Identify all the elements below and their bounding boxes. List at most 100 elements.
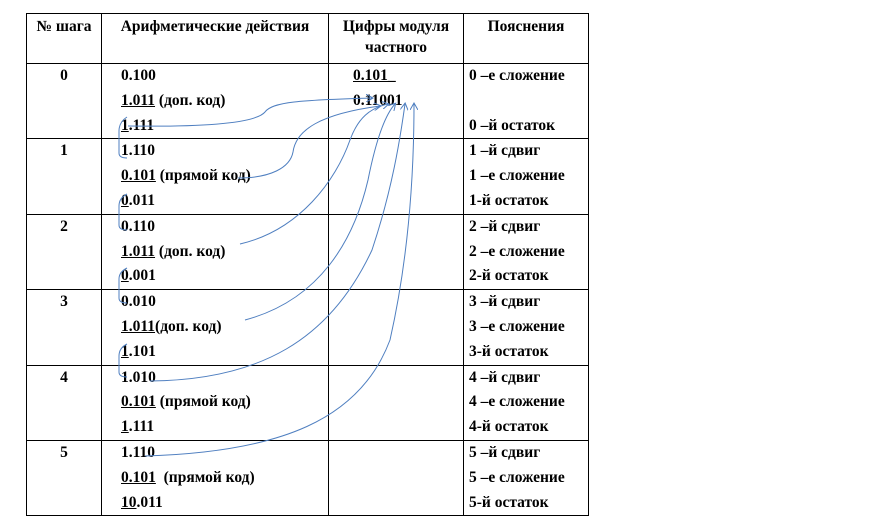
operation-underlined-part: 1.011 <box>121 317 156 335</box>
operation-text: .001 <box>128 267 156 285</box>
explanation-cell: 2 –й сдвиг 2 –е сложение 2-й остаток <box>463 213 589 291</box>
operation-text: (доп. код) <box>155 317 222 335</box>
header-operations: Арифметические действия <box>101 13 329 64</box>
quotient-line <box>329 264 463 289</box>
explanation-line: 3 –й сдвиг <box>469 293 541 311</box>
operation-underlined-part: 0 <box>121 191 129 209</box>
explanation-line: 4-й остаток <box>469 418 549 436</box>
operation-text: 0.010 <box>121 293 156 311</box>
explanation-line: 2-й остаток <box>469 267 549 285</box>
explanation-line: 5 –й сдвиг <box>469 443 541 461</box>
quotient-line <box>329 491 463 516</box>
quotient-line <box>329 240 463 265</box>
operation-underlined-part: 1.011 <box>121 242 156 260</box>
operation-text: .111 <box>128 418 155 436</box>
quotient-digits-cell <box>328 439 464 516</box>
quotient-line: 0.11001 <box>329 89 463 114</box>
operation-line: 1.101 <box>102 340 328 365</box>
quotient-digits-cell: 0.101_ 0.11001 <box>328 62 464 140</box>
operation-text: (прямой код) <box>155 468 255 486</box>
explanation-line: 5-й остаток <box>469 493 549 511</box>
explanation-line: 4 –е сложение <box>469 393 565 411</box>
quotient-digits-cell <box>328 289 464 366</box>
explanation-cell: 0 –е сложение 0 –й остаток <box>463 62 589 140</box>
operation-underlined-part: 0 <box>121 267 129 285</box>
explanation-cell: 1 –й сдвиг 1 –е сложение 1-й остаток <box>463 138 589 215</box>
quotient-line <box>329 189 463 214</box>
operation-underlined-part: 1 <box>121 342 129 360</box>
quotient-line <box>329 114 463 139</box>
step-number: 4 <box>60 368 68 386</box>
explanation-line: 5 –е сложение <box>469 468 565 486</box>
quotient-line: 0.101_ <box>329 64 463 89</box>
header-explanations: Пояснения <box>463 13 589 64</box>
operation-line: 1.110 <box>102 441 328 466</box>
explanation-line: 0 –е сложение <box>469 67 565 84</box>
step-number: 1 <box>60 142 68 160</box>
operation-line: 0.010 <box>102 290 328 315</box>
header-quotient-digits: Цифры модуля частного <box>328 13 464 64</box>
operation-line: 0.101 (прямой код) <box>102 164 328 189</box>
explanation-line: 1 –е сложение <box>469 167 565 185</box>
operation-text: .101 <box>128 342 156 360</box>
explanation-line: 2 –е сложение <box>469 242 565 260</box>
quotient-line <box>329 415 463 440</box>
operation-line: 1.011 (доп. код) <box>102 240 328 265</box>
quotient-line <box>329 290 463 315</box>
division-table: № шага Арифметические действия Цифры мод… <box>26 13 589 516</box>
operation-line: 1.110 <box>102 139 328 164</box>
operation-underlined-part: 0.101 <box>121 468 156 486</box>
explanation-line <box>464 89 588 114</box>
operation-underlined-part: 1 <box>121 116 129 134</box>
header-step: № шага <box>26 13 102 64</box>
step-number-cell: 3 <box>26 289 102 366</box>
operation-underlined-part: 0.101 <box>121 167 156 185</box>
quotient-line <box>329 366 463 391</box>
quotient-line <box>329 139 463 164</box>
operation-underlined-part: 0.101 <box>121 393 156 411</box>
operation-underlined-part: 1.011 <box>121 91 156 109</box>
step-number-cell: 1 <box>26 138 102 215</box>
operation-line: 0.100 <box>102 64 328 89</box>
quotient-line <box>329 466 463 491</box>
explanation-cell: 5 –й сдвиг 5 –е сложение 5-й остаток <box>463 439 589 516</box>
operation-line: 1.010 <box>102 366 328 391</box>
operation-line: 0.001 <box>102 264 328 289</box>
quotient-line <box>329 164 463 189</box>
step-number: 0 <box>60 67 68 84</box>
operation-text: 1.110 <box>121 142 156 160</box>
operation-text: (доп. код) <box>155 91 226 109</box>
explanation-line: 2 –й сдвиг <box>469 217 541 235</box>
step-number-cell: 2 <box>26 213 102 291</box>
step-number: 2 <box>60 217 68 235</box>
operation-text: 0.110 <box>121 217 156 235</box>
operation-text: .111 <box>128 116 155 134</box>
explanation-line: 1-й остаток <box>469 191 549 209</box>
table-row: 0 0.100 1.011 (доп. код) 1.111 0.101_ 0.11001… <box>26 62 589 140</box>
operation-text: 1.110 <box>121 443 156 461</box>
explanation-line: 0 –й остаток <box>469 116 556 134</box>
operation-line: 0.101 (прямой код) <box>102 390 328 415</box>
quotient-value: 0.11001 <box>353 91 403 109</box>
operation-text: 1.010 <box>121 368 156 386</box>
quotient-line <box>329 315 463 340</box>
operation-text: (прямой код) <box>155 393 251 411</box>
explanation-line: 1 –й сдвиг <box>469 142 541 160</box>
operation-text: .011 <box>128 191 156 209</box>
quotient-line <box>329 215 463 240</box>
operations-cell: 0.010 1.011(доп. код) 1.101 <box>101 289 329 366</box>
quotient-line <box>329 340 463 365</box>
operations-cell: 1.110 0.101 (прямой код) 0.011 <box>101 138 329 215</box>
operation-line: 0.110 <box>102 215 328 240</box>
operations-cell: 0.100 1.011 (доп. код) 1.111 <box>101 62 329 140</box>
explanation-line: 3-й остаток <box>469 342 549 360</box>
step-number-cell: 4 <box>26 364 102 441</box>
operation-underlined-part: 10 <box>121 493 137 511</box>
quotient-digits-cell <box>328 364 464 441</box>
